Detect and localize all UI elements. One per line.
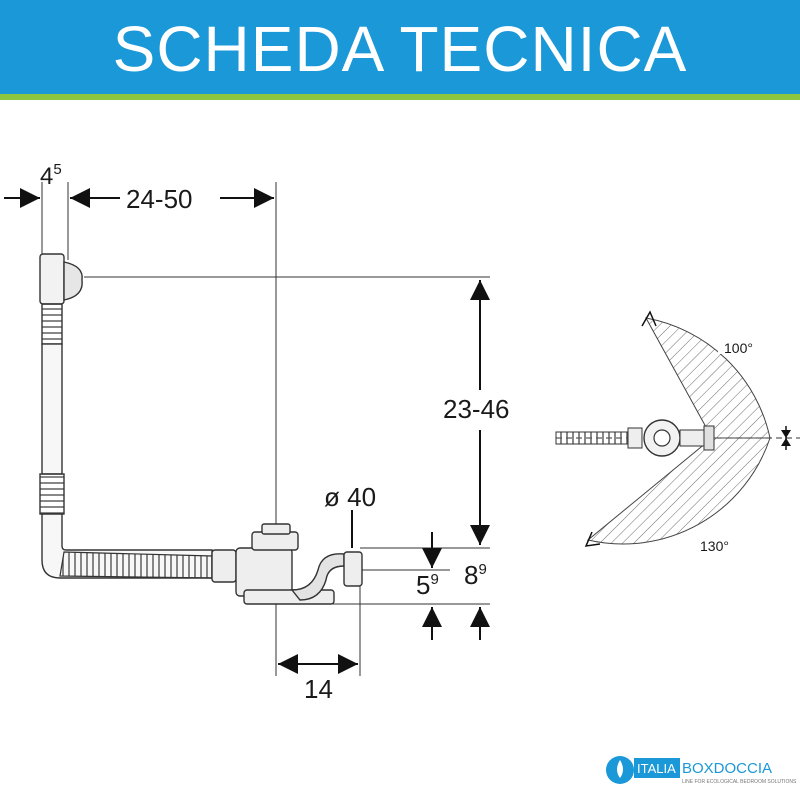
overflow-assembly	[39, 253, 213, 579]
dim-trap-height: 59	[416, 570, 439, 600]
brand-logo: ITALIA BOXDOCCIA LINE FOR ECOLOGICAL BED…	[600, 748, 800, 792]
header-banner: SCHEDA TECNICA	[0, 0, 800, 100]
dim-vertical-height: 23-46	[443, 394, 510, 424]
dim-outlet-offset: 14	[304, 674, 333, 704]
angle-upper-label: 100°	[724, 340, 753, 356]
logo-tagline: LINE FOR ECOLOGICAL BEDROOM SOLUTIONS	[682, 779, 797, 785]
logo-brand-right: BOXDOCCIA	[682, 760, 772, 777]
dim-total-height: 89	[464, 560, 487, 590]
dimension-arrows	[4, 188, 490, 674]
rotation-diagram	[555, 310, 800, 556]
drain-trap	[211, 523, 363, 605]
dim-horizontal-reach: 24-50	[126, 184, 193, 214]
page-title: SCHEDA TECNICA	[112, 13, 688, 85]
dim-overflow-depth: 45	[40, 161, 62, 190]
flexible-hose	[59, 551, 213, 579]
dim-drain-diameter: ø 40	[324, 482, 376, 512]
angle-lower-label: 130°	[700, 538, 729, 554]
logo-brand-left: ITALIA	[637, 761, 676, 776]
